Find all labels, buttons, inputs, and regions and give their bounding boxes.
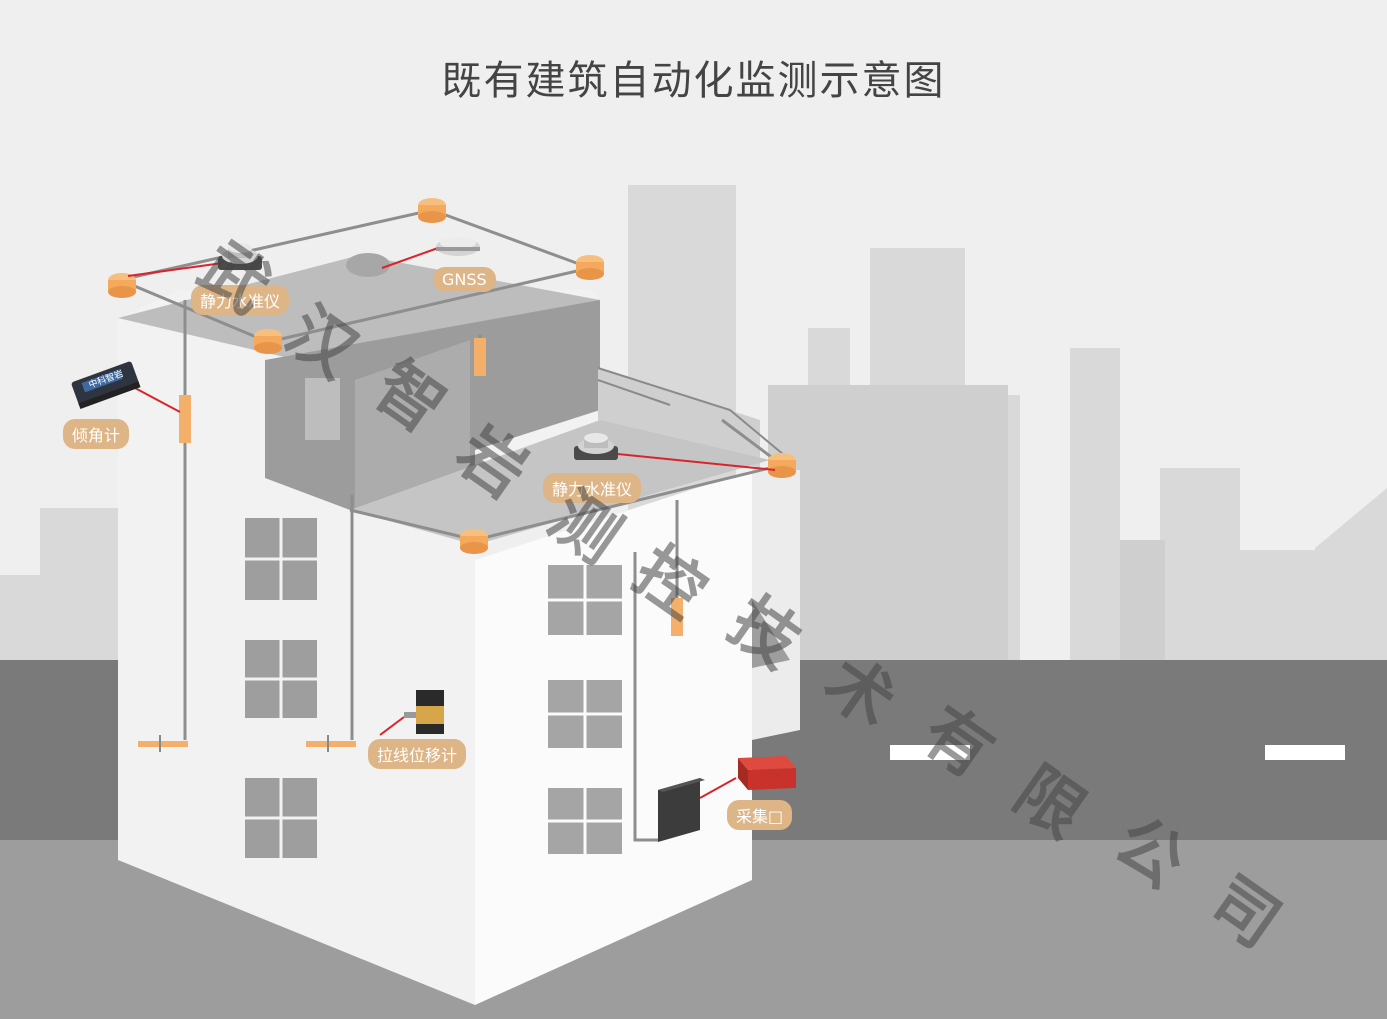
label-static-level-top: 静力水准仪 (191, 285, 290, 315)
label-inclinometer: 倾角计 (63, 419, 130, 449)
gnss-antenna-dome (346, 253, 390, 277)
label-static-level-mid: 静力水准仪 (543, 473, 642, 503)
page-title: 既有建筑自动化监测示意图 (441, 58, 946, 104)
wire-displacement-device (404, 690, 444, 734)
label-collector: 采集□ (727, 800, 793, 830)
city-background-dark (768, 385, 1165, 670)
static-level-device (574, 433, 618, 460)
displacement-rods (138, 735, 356, 752)
road-marking (890, 745, 970, 760)
gnss-device (436, 237, 480, 256)
strain-sensors (179, 338, 683, 636)
collector-device (738, 756, 796, 790)
inclinometer-device (71, 361, 141, 409)
road-marking (1265, 745, 1345, 760)
level-cups (108, 198, 796, 554)
link-lines (127, 247, 776, 799)
label-wire-displacement: 拉线位移计 (368, 739, 467, 769)
collector-cabinet (658, 778, 705, 842)
static-level-device (218, 243, 262, 270)
label-gnss: GNSS (433, 267, 496, 292)
